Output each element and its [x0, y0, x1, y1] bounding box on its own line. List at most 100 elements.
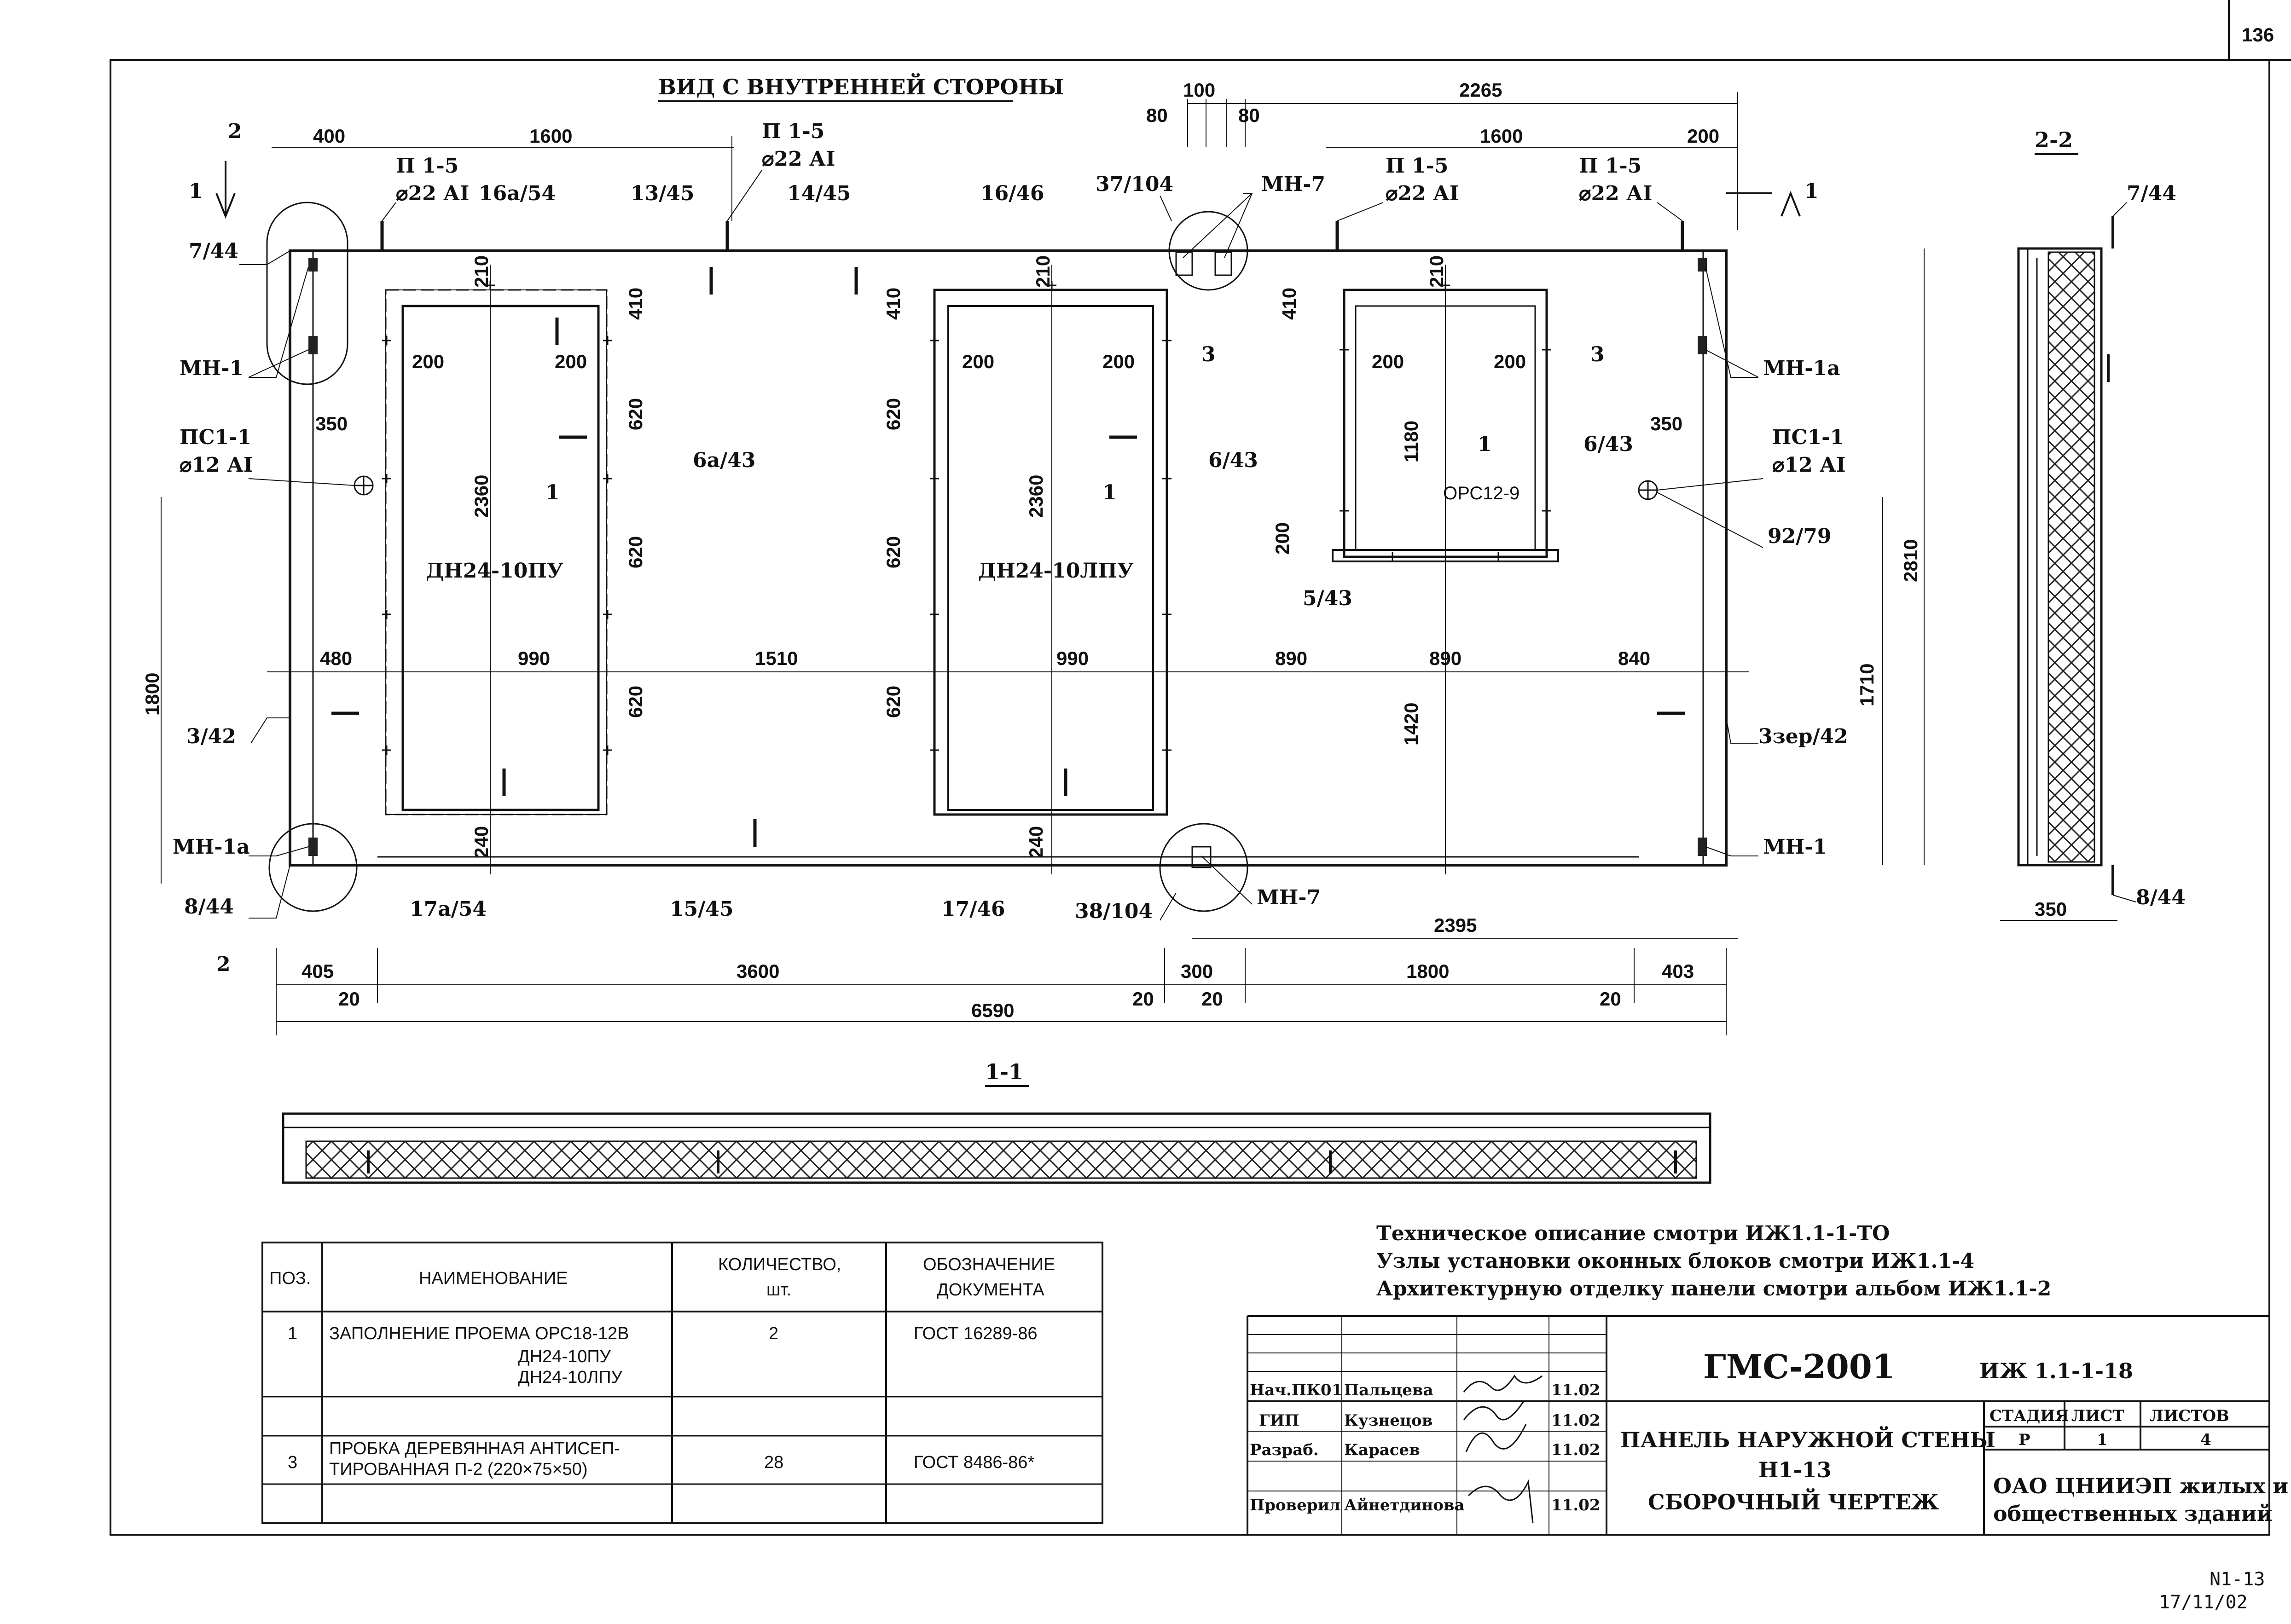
loop-dia-1: ⌀22 АI: [396, 182, 469, 205]
wood-plugs: [382, 281, 1551, 755]
stamp-stage: Р: [2018, 1431, 2030, 1449]
dim-1420: 1420: [1400, 703, 1422, 746]
dim-200-e: 200: [1372, 351, 1404, 372]
mark-7-44-sec: 7/44: [2127, 182, 2176, 205]
note-1: Техническое описание смотри ИЖ1.1-1-ТО: [1376, 1222, 1890, 1245]
dim-100: 100: [1183, 79, 1215, 101]
footer-line-2: 17/11/02: [2159, 1592, 2248, 1613]
mark-mn7-bottom: МН-7: [1257, 886, 1321, 909]
sheet-number: 136: [2242, 24, 2274, 46]
cut-1-left: 1: [189, 179, 203, 203]
section-1-1: [282, 1112, 1711, 1184]
dim-20-c: 20: [1201, 988, 1223, 1010]
loop-dia-2: ⌀22 АI: [762, 147, 835, 171]
mark-6-43-mid: 6/43: [1208, 449, 1258, 472]
dim-1800-side: 1800: [141, 673, 163, 716]
dim-200-a: 200: [412, 351, 444, 372]
dim-350-right: 350: [1650, 413, 1682, 434]
dim-6590: 6590: [971, 1000, 1014, 1021]
stamp-title-2: Н1-13: [1758, 1457, 1832, 1482]
title-block: [1247, 1315, 2269, 1535]
stamp-code: ГМС-2001: [1703, 1347, 1895, 1386]
dimension-lines: [161, 92, 2117, 1035]
dim-1600-right: 1600: [1480, 125, 1523, 147]
stamp-sheets: 4: [2200, 1431, 2211, 1449]
spec-header-doc-1: ОБОЗНАЧЕНИЕ: [923, 1255, 1055, 1274]
stamp-sheets-header: ЛИСТОВ: [2150, 1407, 2229, 1425]
dim-410-1: 410: [625, 288, 646, 320]
mark-17-46: 17/46: [941, 897, 1005, 921]
spec-header-qty-2: шт.: [766, 1280, 791, 1300]
spec-row2-name-1: ПРОБКА ДЕРЕВЯННАЯ АНТИСЕП-: [329, 1439, 620, 1458]
mark-dia12-right: ⌀12 АI: [1772, 453, 1845, 477]
section-label-2-2: 2-2: [2035, 127, 2073, 152]
loop-dia-4: ⌀22 АI: [1579, 182, 1652, 205]
stamp-org-1: ОАО ЦНИИЭП жилых и: [1993, 1474, 2288, 1498]
stamp-title-3: СБОРОЧНЫЙ ЧЕРТЕЖ: [1648, 1488, 1939, 1514]
spec-row2-qty: 28: [764, 1453, 783, 1472]
stamp-title-1: ПАНЕЛЬ НАРУЖНОЙ СТЕНЫ: [1620, 1426, 1995, 1452]
note-2: Узлы установки оконных блоков смотри ИЖ1…: [1376, 1249, 1974, 1273]
mark-mn1-right: МН-1: [1763, 835, 1827, 859]
mark-37-104: 37/104: [1096, 173, 1173, 196]
loop-label-4: П 1-5: [1579, 154, 1641, 178]
dim-200-c: 200: [962, 351, 994, 372]
dim-620-f: 620: [882, 686, 904, 718]
dim-200-window: 200: [1271, 522, 1293, 555]
mark-6-43-right: 6/43: [1583, 433, 1633, 456]
stamp-date-2: 11.02: [1551, 1411, 1600, 1430]
stamp-date-1: 11.02: [1551, 1381, 1600, 1399]
mark-mn7-top: МН-7: [1261, 173, 1325, 196]
dim-200-d: 200: [1102, 351, 1135, 372]
sheet-frame: [110, 0, 2291, 1536]
mark-dia12-left: ⌀12 АI: [180, 453, 253, 477]
view-title: ВИД С ВНУТРЕННЕЙ СТОРОНЫ: [658, 73, 1064, 99]
mark-mn1-left: МН-1: [180, 357, 244, 380]
mark-3-mid: 3: [1201, 343, 1216, 366]
stamp-name-3: Карасев: [1344, 1441, 1420, 1459]
dim-1180: 1180: [1400, 421, 1422, 462]
stamp-role-4: Проверил: [1250, 1496, 1340, 1514]
dim-620-b: 620: [625, 536, 646, 568]
dim-350-sec: 350: [2035, 898, 2067, 920]
dim-20-d: 20: [1600, 988, 1621, 1010]
dim-2360-1: 2360: [470, 475, 492, 518]
dim-1510: 1510: [755, 647, 798, 669]
dim-620-e: 620: [882, 536, 904, 568]
stamp-role-2: ГИП: [1259, 1411, 1299, 1430]
dim-400: 400: [313, 125, 345, 147]
dim-80-right: 80: [1238, 104, 1260, 126]
dim-1710: 1710: [1856, 664, 1878, 706]
mark-mn1a-left: МН-1а: [173, 835, 250, 859]
dim-210-3: 210: [1426, 255, 1447, 288]
dim-890-b: 890: [1429, 647, 1462, 669]
opening-door-1: ДН24-10ПУ: [426, 559, 563, 583]
panel-short-marks: [331, 221, 1685, 847]
stamp-stage-header: СТАДИЯ: [1989, 1407, 2069, 1425]
stamp-role-1: Нач.ПК01: [1250, 1381, 1342, 1399]
mark-92-79: 92/79: [1768, 525, 1832, 548]
dim-240-1: 240: [470, 826, 492, 858]
spec-row1-pos: 1: [288, 1324, 297, 1343]
dim-20-a: 20: [338, 988, 360, 1010]
dim-200-f: 200: [1494, 351, 1526, 372]
spec-row2-doc: ГОСТ 8486-86*: [914, 1453, 1034, 1472]
dim-2265: 2265: [1459, 79, 1502, 101]
mark-13-45: 13/45: [631, 182, 695, 205]
opening-window: ОРС12-9: [1443, 483, 1520, 503]
dim-990-a: 990: [518, 647, 550, 669]
mark-1-door2: 1: [1102, 481, 1117, 504]
cut-2-bottom: 2: [216, 953, 231, 976]
dim-620-d: 620: [882, 398, 904, 430]
dim-200-top: 200: [1687, 125, 1719, 147]
stamp-role-3: Разраб.: [1250, 1441, 1319, 1459]
stamp-name-4: Айнетдинова: [1344, 1496, 1465, 1514]
mark-3zer-42: 3зер/42: [1758, 725, 1848, 748]
note-3: Архитектурную отделку панели смотри альб…: [1376, 1277, 2051, 1300]
dim-990-b: 990: [1056, 647, 1089, 669]
spec-row2-name-2: ТИРОВАННАЯ П-2 (220×75×50): [329, 1460, 588, 1479]
mark-16a-54: 16а/54: [479, 182, 556, 205]
dim-20-b: 20: [1132, 988, 1154, 1010]
dim-620-c: 620: [625, 686, 646, 718]
